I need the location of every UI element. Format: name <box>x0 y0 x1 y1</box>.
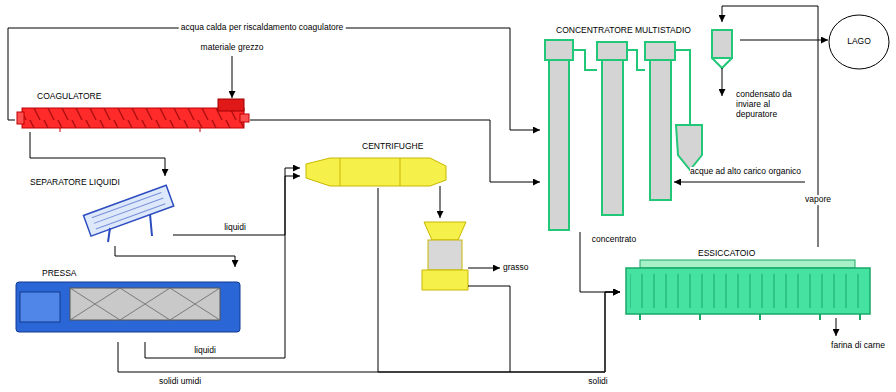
note-label: solidi <box>588 377 607 387</box>
press-drawing <box>16 282 240 332</box>
note-label: condensato da inviare al depuratore <box>736 90 810 119</box>
flow-line <box>8 28 540 130</box>
machine-label: SEPARATORE LIQUIDI <box>30 178 120 188</box>
press-node: PRESSA <box>12 267 242 342</box>
centrifuge-drawing <box>306 158 510 372</box>
flow-line <box>740 40 828 41</box>
evaporator-node: CONCENTRATORE MULTISTADIO <box>540 22 740 232</box>
machine-label: ESSICCATOIO <box>698 249 755 259</box>
dryer-node: ESSICCATOIO <box>620 247 875 322</box>
note-label: materiale grezzo <box>201 43 264 53</box>
flow-label: liquidi <box>192 346 218 356</box>
flow-label: concentrato <box>590 235 638 245</box>
flow-line <box>145 176 300 358</box>
flow-label: liquidi <box>222 223 248 233</box>
note-label: acque ad alto carico organico <box>690 167 801 177</box>
flow-label: acqua calda per riscaldamento coagulator… <box>179 23 346 33</box>
coagulator-drawing <box>17 99 249 132</box>
machine-label: PRESSA <box>42 269 77 279</box>
flow-label: vapore <box>803 195 833 205</box>
flow-line <box>30 132 165 176</box>
dryer-drawing <box>626 260 870 320</box>
separator-drawing <box>83 185 173 242</box>
machine-label: LAGO <box>847 37 871 47</box>
machine-label: CENTRIFUGHE <box>362 142 423 152</box>
flow-line <box>115 246 235 267</box>
separator-node: SEPARATORE LIQUIDI <box>28 176 173 246</box>
flow-line <box>378 188 620 372</box>
flow-line <box>250 120 540 182</box>
flow-line <box>722 6 818 247</box>
flow-label: solidi umidi <box>157 377 203 387</box>
note-label: farina di carne <box>831 341 885 351</box>
coagulator-node: COAGULATORE <box>15 90 250 132</box>
flow-line <box>173 168 300 235</box>
evaporator-drawing <box>545 30 732 230</box>
lake-node: LAGO <box>828 14 890 70</box>
machine-label: COAGULATORE <box>37 92 101 102</box>
note-label: grasso <box>503 263 529 273</box>
centrifuge-node: CENTRIFUGHE <box>300 140 450 188</box>
flow-line <box>118 292 620 372</box>
machine-label: CONCENTRATORE MULTISTADIO <box>556 26 691 36</box>
